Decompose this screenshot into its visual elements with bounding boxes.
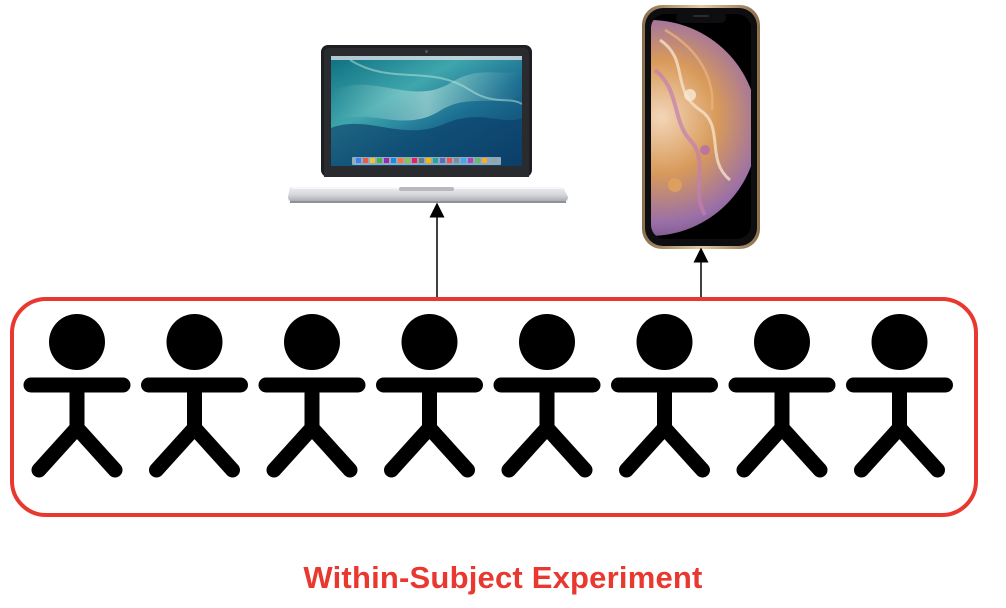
participant-head xyxy=(636,314,693,370)
participant-figure xyxy=(258,314,366,478)
participant-head xyxy=(519,314,575,370)
smartphone-icon xyxy=(642,5,760,249)
participant-figure xyxy=(728,314,836,478)
diagram-caption: Within-Subject Experiment xyxy=(303,560,703,595)
participant-right-leg xyxy=(539,420,593,478)
participant-head xyxy=(49,314,105,370)
participant-figure xyxy=(23,314,131,478)
participant-right-leg xyxy=(422,420,475,478)
participant-left-leg xyxy=(736,420,790,478)
participant-figure xyxy=(376,314,483,478)
participant-group-box xyxy=(10,297,978,517)
participant-head xyxy=(401,314,458,370)
participant-right-leg xyxy=(304,420,358,478)
participant-right-leg xyxy=(69,420,123,478)
participant-left-leg xyxy=(384,420,437,478)
participant-left-leg xyxy=(619,420,672,478)
participant-figure xyxy=(611,314,718,478)
participant-head xyxy=(284,314,340,370)
laptop-icon xyxy=(288,45,568,203)
participant-right-leg xyxy=(892,420,945,478)
participant-figure xyxy=(846,314,953,478)
participant-left-leg xyxy=(854,420,907,478)
participant-left-leg xyxy=(501,420,555,478)
participant-left-leg xyxy=(149,420,202,478)
participant-right-leg xyxy=(774,420,828,478)
participant-left-leg xyxy=(31,420,85,478)
participant-figure xyxy=(141,314,248,478)
participant-right-leg xyxy=(187,420,240,478)
participant-figures xyxy=(23,314,953,478)
participant-head xyxy=(754,314,810,370)
participant-figure xyxy=(493,314,601,478)
participant-left-leg xyxy=(266,420,320,478)
participant-head xyxy=(871,314,928,370)
participant-head xyxy=(166,314,223,370)
participant-right-leg xyxy=(657,420,710,478)
